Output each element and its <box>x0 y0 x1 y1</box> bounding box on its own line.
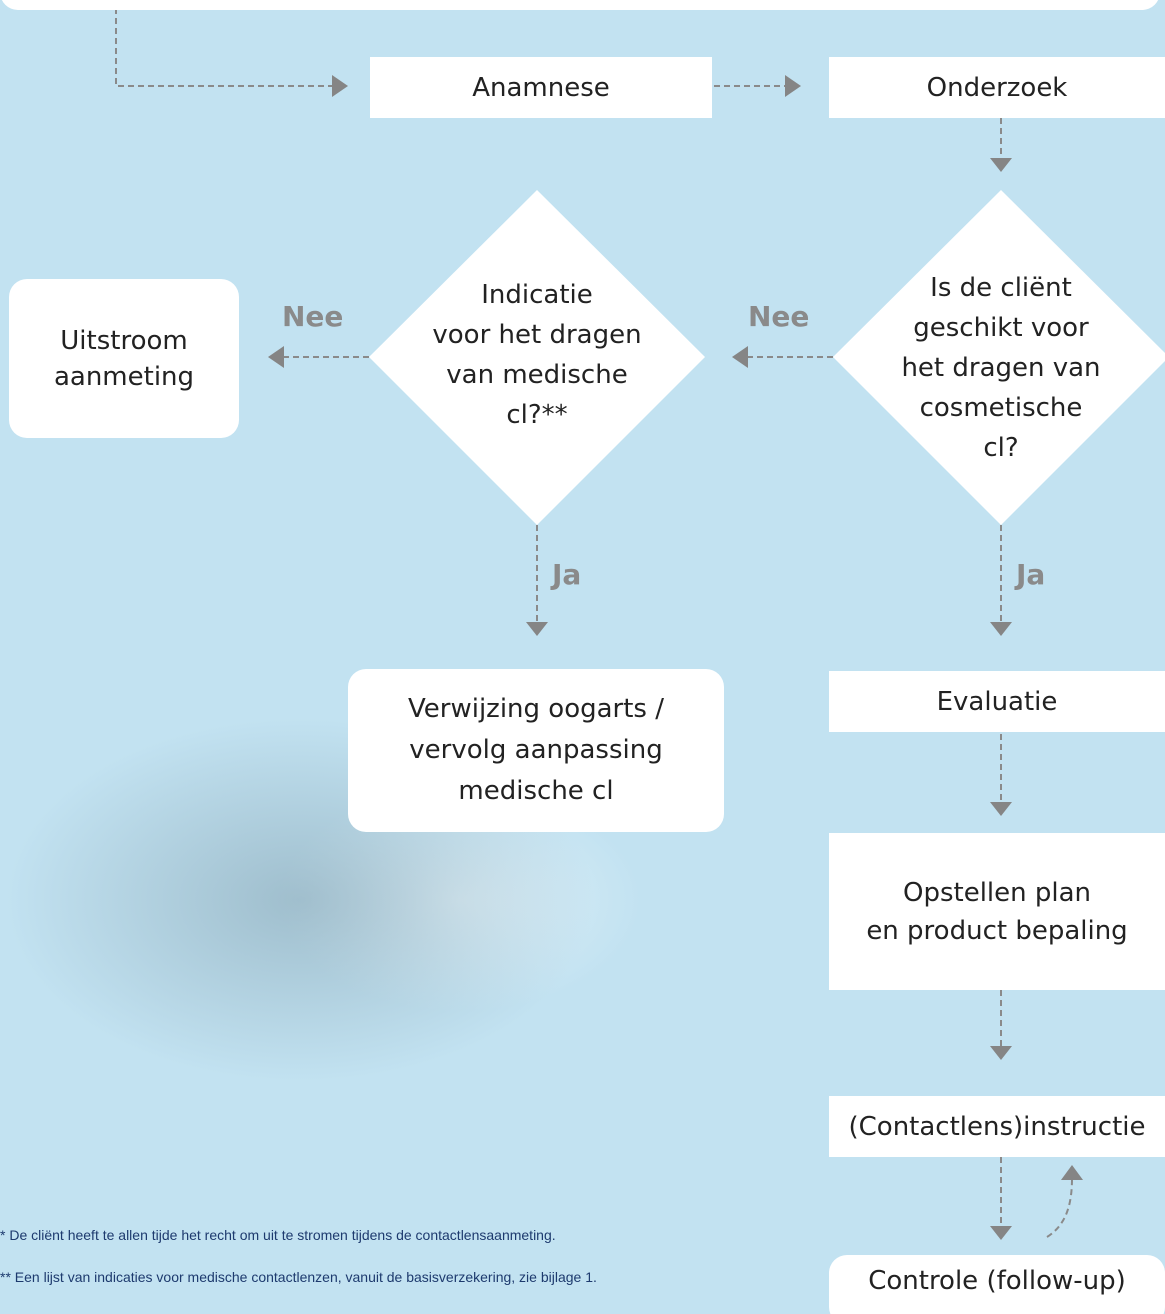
onderzoek-label: Onderzoek <box>926 72 1068 103</box>
geschikt-diamond-shape <box>833 190 1165 525</box>
indicatie-decision: Indicatie voor het dragen van medische c… <box>420 280 654 430</box>
uitstroom-label: Uitstroom aanmeting <box>53 325 195 392</box>
onderzoek-node: Onderzoek <box>829 57 1165 118</box>
verwijzing-label: Verwijzing oogarts / vervolg aanpassing … <box>408 694 664 806</box>
nee-label-left: Nee <box>282 300 344 333</box>
opstellen-label: Opstellen plan en product bepaling <box>866 877 1128 946</box>
evaluatie-label: Evaluatie <box>936 686 1058 717</box>
controle-label: Controle (follow-up) <box>868 1266 1126 1296</box>
indicatie-label: Indicatie voor het dragen van medische c… <box>432 280 642 430</box>
footnote-2: ** Een lijst van indicaties voor medisch… <box>0 1269 597 1285</box>
instructie-node: (Contactlens)instructie <box>829 1096 1165 1157</box>
instructie-label: (Contactlens)instructie <box>848 1111 1146 1142</box>
evaluatie-node: Evaluatie <box>829 671 1165 732</box>
anamnese-label: Anamnese <box>472 72 610 103</box>
ja-label-left: Ja <box>552 558 582 591</box>
controle-node: Controle (follow-up) <box>829 1255 1165 1314</box>
start-node <box>0 0 1160 10</box>
nee-label-right: Nee <box>748 300 810 333</box>
arrow-start-to-anamnese <box>115 8 340 87</box>
anamnese-node: Anamnese <box>370 57 712 118</box>
arrow-controle-to-instructie <box>1046 1177 1073 1238</box>
uitstroom-node: Uitstroom aanmeting <box>9 279 239 438</box>
footnote-1: * De cliënt heeft te allen tijde het rec… <box>0 1227 556 1243</box>
verwijzing-node: Verwijzing oogarts / vervolg aanpassing … <box>348 669 724 832</box>
geschikt-decision: Is de cliënt geschikt voor het dragen va… <box>888 270 1114 466</box>
indicatie-diamond-shape <box>369 190 705 525</box>
opstellen-node: Opstellen plan en product bepaling <box>829 833 1165 990</box>
geschikt-label: Is de cliënt geschikt voor het dragen va… <box>901 273 1101 463</box>
ja-label-right: Ja <box>1016 558 1046 591</box>
